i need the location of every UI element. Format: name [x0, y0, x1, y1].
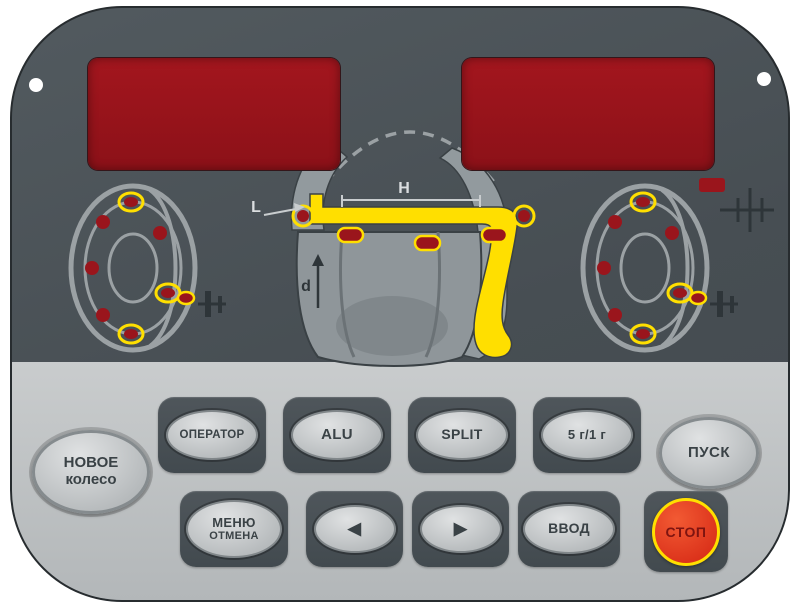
start-button[interactable]: ПУСК [659, 417, 759, 489]
arrow-left-button[interactable]: ◀ [313, 505, 396, 553]
new-wheel-label-line1: НОВОЕ [63, 454, 119, 472]
new-wheel-label-line2: колесо [65, 471, 117, 488]
alu-label: ALU [321, 425, 353, 443]
operator-key-pad: ОПЕРАТОР [158, 397, 266, 473]
cancel-label: ОТМЕНА [209, 530, 259, 543]
alu-key-pad: ALU [283, 397, 391, 473]
start-label: ПУСК [687, 443, 731, 461]
arrow-right-key-pad: ▶ [412, 491, 509, 567]
enter-key-pad: ВВОД [518, 491, 620, 567]
arrow-left-key-pad: ◀ [306, 491, 403, 567]
stop-button[interactable]: СТОП [652, 497, 720, 566]
menu-key-pad: МЕНЮ ОТМЕНА [180, 491, 288, 567]
menu-cancel-button[interactable]: МЕНЮ ОТМЕНА [186, 500, 282, 558]
arrow-right-button[interactable]: ▶ [419, 505, 502, 553]
grams-label: 5 г/1 г [567, 426, 607, 442]
new-wheel-button[interactable]: НОВОЕ колесо [32, 430, 150, 514]
stop-key-pad: СТОП [644, 491, 728, 572]
arrow-right-icon: ▶ [453, 519, 468, 539]
grams-key-pad: 5 г/1 г [533, 397, 641, 473]
split-key-pad: SPLIT [408, 397, 516, 473]
operator-label: ОПЕРАТОР [179, 428, 245, 441]
enter-button[interactable]: ВВОД [523, 504, 615, 554]
arrow-left-icon: ◀ [347, 519, 362, 539]
menu-label: МЕНЮ [212, 514, 256, 530]
split-label: SPLIT [441, 426, 483, 443]
grams-toggle-button[interactable]: 5 г/1 г [541, 410, 633, 460]
split-button[interactable]: SPLIT [416, 410, 508, 460]
display-right [462, 58, 714, 170]
operator-button[interactable]: ОПЕРАТОР [166, 410, 258, 460]
stop-label: СТОП [665, 523, 707, 540]
display-left [88, 58, 340, 170]
enter-label: ВВОД [548, 520, 590, 537]
alu-button[interactable]: ALU [291, 410, 383, 460]
